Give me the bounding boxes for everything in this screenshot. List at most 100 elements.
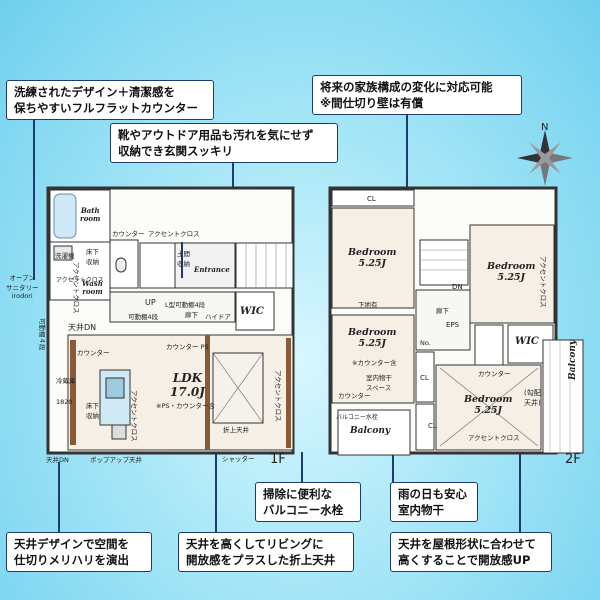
stair-treads [245, 243, 287, 288]
f1-movable-shelf: 可動棚4段 [128, 313, 159, 321]
f1-shoe-storage: 土間収納 [177, 248, 190, 268]
washing-machine [53, 245, 73, 261]
corridor-1f [109, 291, 236, 323]
f1-counter-top: カウンター [112, 230, 145, 238]
f1-fridge: 冷蔵庫 [56, 377, 76, 385]
callout-counter-line1: 洗練されたデザイン＋清潔感を [14, 85, 175, 99]
bed2-room [469, 224, 555, 324]
callout-counter-line2: 保ちやすいフルフラットカウンター [14, 101, 198, 115]
f1-shoe-storage-2: 収納 [177, 260, 190, 268]
f2-cl-low: CL [428, 422, 437, 430]
corridor-2f [415, 289, 471, 351]
f2-accent-cross-right: アクセントクロス [539, 256, 547, 308]
room-wash-name: Wash [82, 279, 103, 288]
f1-ps-counter: ※PS・カウンター含 [156, 402, 215, 410]
f1-accent-cross-ldk: アクセントクロス [130, 390, 138, 442]
f2-indoor-drying-1: 室内物干 [366, 374, 392, 382]
room-bed3: Bedroom 5.25J [348, 327, 397, 350]
room-bed3-name: Bedroom [348, 327, 397, 338]
callout-entrance-line2: 収納でき玄関スッキリ [118, 144, 233, 158]
bathtub [53, 193, 77, 239]
room-ldk-area: 17.0J [170, 384, 205, 399]
callout-indoor-drying-line1: 雨の日も安心 [398, 487, 467, 501]
callout-ceiling-design-line1: 天井デザインで空間を [14, 537, 129, 551]
f2-indoor-drying-2: スペース [366, 384, 392, 392]
stove [111, 424, 127, 440]
floor1-label: 1F [270, 452, 286, 467]
f1-ceiling-dn: 天井DN [68, 323, 97, 332]
f2-dn: DN [452, 283, 463, 291]
floor2-label: 2F [565, 452, 581, 467]
room-ldk: LDK 17.0J [170, 371, 205, 400]
room-bed1-name: Bedroom [348, 247, 397, 258]
callout-folded-ceiling-line2: 開放感をプラスした折上天井 [186, 553, 336, 567]
room-bath: Bath room [80, 206, 100, 223]
bed3-room [331, 314, 415, 404]
f2-cl-mid: CL [420, 374, 429, 382]
f1-open-sanitary-3: irodori [11, 292, 33, 300]
f1-open-sanitary-1: オープン [9, 274, 36, 282]
room-entrance: Entrance [194, 265, 230, 274]
f1-l-shelf: L型可動棚4段 [165, 301, 206, 309]
wood-counter [70, 340, 76, 445]
f2-eps: EPS [446, 321, 460, 329]
storage-closet [139, 242, 176, 289]
f2-no: No. [420, 339, 431, 347]
f2-counter-incl: ※カウンター含 [352, 359, 397, 367]
floor1-plan [46, 186, 295, 455]
f1-floor-storage: 床下収納 [86, 246, 99, 266]
f1-accent-cross-top: アクセントクロス [148, 230, 200, 238]
sink [105, 377, 125, 399]
folded-ceiling-diagonals [212, 352, 264, 424]
f1-floor-storage2: 床下収納 [86, 400, 99, 420]
f1-floor-storage-1: 床下 [86, 248, 99, 256]
compass-north-label: N [541, 122, 549, 133]
compass-rose [517, 130, 573, 186]
f1-shutter: シャッター [222, 455, 255, 463]
callout-roof-ceiling-line2: 高くすることで開放感UP [398, 553, 531, 567]
room-bed4-area: 5.25J [474, 404, 503, 416]
f1-ceiling-dn-bottom: 天井DN [46, 456, 69, 464]
leader-ceiling-design [58, 462, 60, 532]
f2-corridor: 廊下 [436, 307, 449, 315]
f1-floor-storage2-1: 床下 [86, 402, 99, 410]
f1-floor-storage-2: 収納 [86, 258, 99, 266]
bed1-room [331, 207, 415, 309]
f1-up: UP [145, 298, 156, 307]
cl-mid [415, 351, 435, 403]
callout-entrance-line1: 靴やアウトドア用品も汚れを気にせず [118, 128, 314, 142]
f1-open-sanitary: オープン サニタリー irodori [6, 272, 39, 300]
f1-accent-cross-left: アクセントクロス [72, 262, 80, 314]
callout-folded-ceiling: 天井を高くしてリビングに 開放感をプラスした折上天井 [178, 532, 354, 572]
balcony-right-rails [549, 340, 571, 453]
f1-counter-left: カウンター [77, 349, 110, 357]
balcony-right [542, 339, 584, 454]
f2-sloped-ceiling: (勾配天井) [524, 388, 541, 408]
room-bed3-area: 5.25J [358, 337, 387, 349]
toilet-2f [474, 324, 504, 366]
room-bed1-area: 5.25J [358, 257, 387, 269]
callout-indoor-drying-line2: 室内物干 [398, 503, 444, 517]
accent-wall-right [286, 338, 291, 448]
callout-ceiling-design: 天井デザインで空間を 仕切りメリハリを演出 [6, 532, 152, 572]
accent-wall-left [205, 335, 210, 450]
floor2-plan [328, 186, 584, 456]
f2-indoor-drying: 室内物干スペース [366, 372, 392, 392]
f1-laundry: 洗濯機 [55, 252, 75, 260]
room-wash-sub: room [82, 287, 103, 297]
room-bed2-area: 5.25J [497, 271, 526, 283]
leader-roof-ceiling [519, 452, 521, 532]
room-balcony-right: Balcony [568, 339, 578, 380]
room-bath-name: Bath [80, 206, 100, 215]
toilet [115, 257, 127, 273]
f2-cl-top: CL [367, 195, 376, 203]
f1-floor-storage2-2: 収納 [86, 412, 99, 420]
f1-hide-door: ハイドア [205, 313, 231, 321]
callout-partition-line1: 将来の家族構成の変化に対応可能 [320, 80, 493, 94]
entrance-hall [174, 242, 236, 289]
f1-num-1820: 1820 [56, 398, 73, 406]
callout-balcony-faucet: 掃除に便利な バルコニー水栓 [255, 482, 361, 522]
f1-corridor: 廊下 [185, 311, 198, 319]
callout-balcony-faucet-line2: バルコニー水栓 [263, 503, 344, 517]
